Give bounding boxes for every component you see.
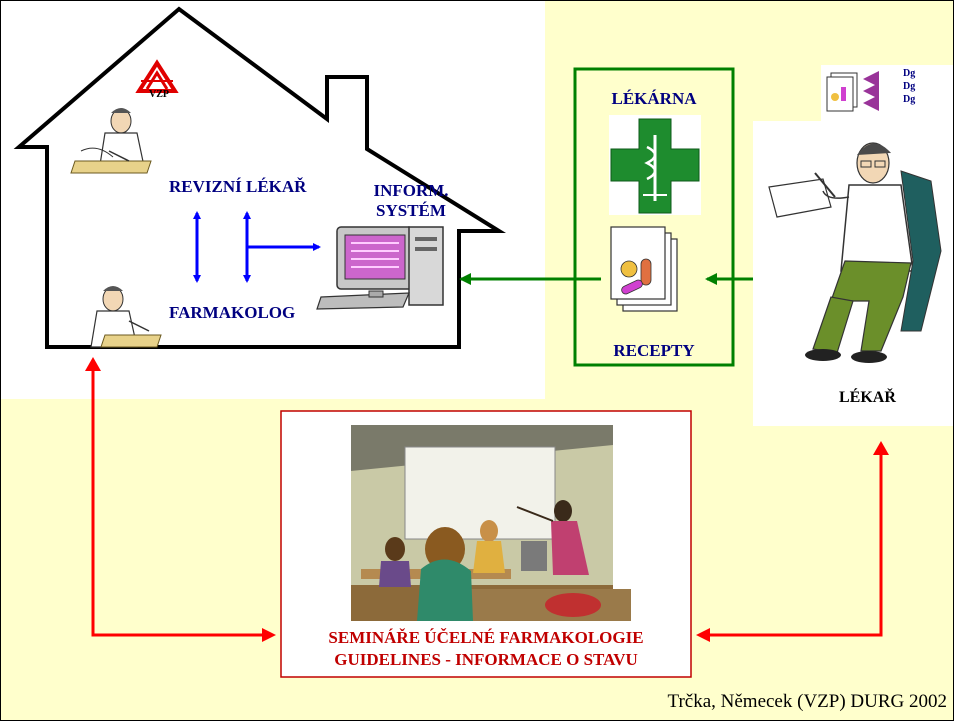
house-outline xyxy=(13,6,507,349)
footer-credit: Trčka, Němecek (VZP) DURG 2002 xyxy=(667,691,948,712)
red-arrow-house-to-seminar xyxy=(91,363,276,642)
revizni-lekar-label: REVIZNÍ LÉKAŘ xyxy=(169,177,307,196)
recepty-label: RECEPTY xyxy=(613,341,695,360)
vzp-logo-label: VZP xyxy=(149,89,169,100)
vzp-logo-icon xyxy=(133,59,185,103)
dg-item: Dg xyxy=(903,81,916,92)
red-arrow-house-head xyxy=(85,357,101,371)
pharmacy-box xyxy=(573,67,735,367)
farmakolog-label: FARMAKOLOG xyxy=(169,303,296,322)
prescriptions-icon xyxy=(610,226,678,312)
dg-list: Dg Dg Dg xyxy=(903,67,915,106)
red-arrow-doctor-to-seminar xyxy=(696,447,883,642)
dg-item: Dg xyxy=(903,68,916,79)
lekarna-label: LÉKÁRNA xyxy=(611,89,697,108)
seminar-line-1: SEMINÁŘE ÚČELNÉ FARMAKOLOGIE xyxy=(328,628,644,647)
dg-documents-icon xyxy=(821,65,953,121)
seminar-caption: SEMINÁŘE ÚČELNÉ FARMAKOLOGIE GUIDELINES … xyxy=(283,627,689,671)
pharmacy-cross-icon xyxy=(609,115,701,215)
inform-line-1: INFORM. xyxy=(373,181,449,200)
doctor-illustration xyxy=(768,142,942,363)
white-background-panel xyxy=(1,1,545,399)
seminar-classroom-illustration xyxy=(351,425,631,621)
lekar-label: LÉKAŘ xyxy=(839,389,896,406)
farmakolog-illustration xyxy=(90,286,162,348)
inform-system-label: INFORM. SYSTÉM xyxy=(369,181,453,221)
dg-item: Dg xyxy=(903,94,916,105)
inform-line-2: SYSTÉM xyxy=(376,201,446,220)
revizni-lekar-illustration xyxy=(70,108,152,174)
red-arrow-doctor-head xyxy=(873,441,889,455)
computer-icon xyxy=(316,226,444,310)
seminar-line-2: GUIDELINES - INFORMACE O STAVU xyxy=(334,650,638,669)
